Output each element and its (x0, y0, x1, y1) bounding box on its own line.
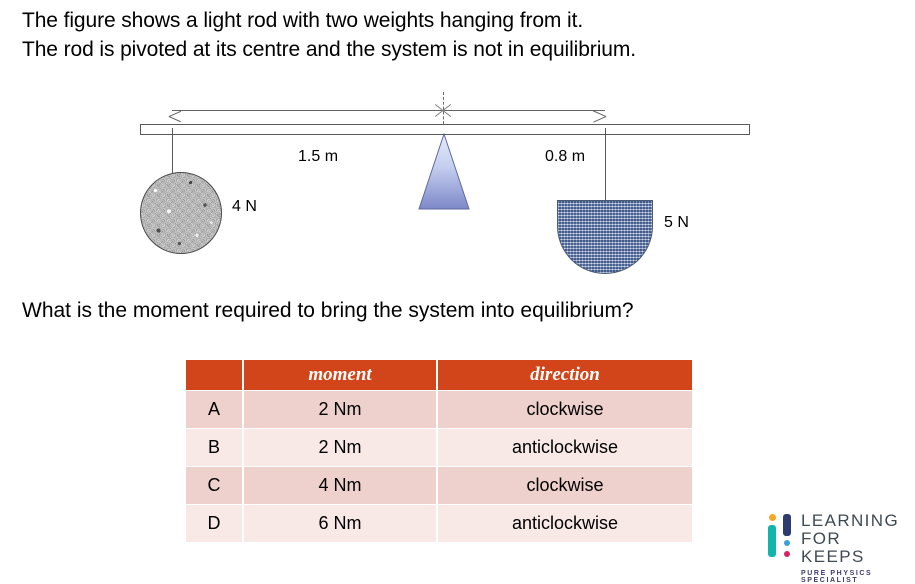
table-row[interactable]: C 4 Nm clockwise (186, 467, 692, 504)
question-text: What is the moment required to bring the… (22, 299, 634, 322)
arrow-left-icon (168, 106, 179, 116)
centre-dashed-line (443, 92, 444, 134)
weight-left-sphere (140, 172, 222, 254)
option-moment: 2 Nm (244, 391, 436, 428)
logo-dot-blue (784, 540, 790, 546)
weight-right-block (557, 200, 653, 274)
logo-bar-teal (768, 525, 776, 557)
logo-bar-navy (783, 514, 791, 536)
option-direction: clockwise (438, 467, 692, 504)
table-row[interactable]: A 2 Nm clockwise (186, 391, 692, 428)
options-table: moment direction A 2 Nm clockwise B 2 Nm… (184, 359, 694, 543)
label-left-distance: 1.5 m (298, 148, 339, 165)
logo-tagline: PURE PHYSICS SPECIALIST (801, 570, 873, 584)
option-letter: C (186, 467, 242, 504)
option-moment: 2 Nm (244, 429, 436, 466)
option-direction: anticlockwise (438, 505, 692, 542)
option-direction: anticlockwise (438, 429, 692, 466)
option-letter: B (186, 429, 242, 466)
logo-mark-icon (768, 514, 794, 560)
intro-line-2: The rod is pivoted at its centre and the… (22, 38, 636, 61)
option-direction: clockwise (438, 391, 692, 428)
intro-text: The figure shows a light rod with two we… (22, 6, 636, 64)
logo-dot-pink (784, 551, 790, 557)
logo-line-2: FOR KEEPS (801, 529, 865, 566)
logo-text: LEARNING FOR KEEPS PURE PHYSICS SPECIALI… (801, 512, 908, 584)
dimension-line (172, 110, 605, 111)
option-letter: D (186, 505, 242, 542)
header-moment: moment (244, 360, 436, 390)
string-left (172, 128, 173, 176)
light-rod (140, 124, 750, 135)
logo-line-1: LEARNING (801, 511, 900, 530)
table-row[interactable]: D 6 Nm anticlockwise (186, 505, 692, 542)
header-letter (186, 360, 242, 390)
intro-line-1: The figure shows a light rod with two we… (22, 9, 584, 32)
logo-dot-orange (769, 514, 776, 521)
table-header-row: moment direction (186, 360, 692, 390)
physics-diagram: 1.5 m 0.8 m 4 N 5 N (0, 0, 915, 290)
header-direction: direction (438, 360, 692, 390)
label-right-distance: 0.8 m (545, 148, 586, 165)
label-left-weight: 4 N (232, 198, 257, 215)
label-right-weight: 5 N (664, 214, 689, 231)
option-moment: 6 Nm (244, 505, 436, 542)
pivot-triangle (418, 132, 470, 210)
brand-logo: LEARNING FOR KEEPS PURE PHYSICS SPECIALI… (768, 512, 908, 584)
option-moment: 4 Nm (244, 467, 436, 504)
option-letter: A (186, 391, 242, 428)
string-right (605, 128, 606, 200)
table-row[interactable]: B 2 Nm anticlockwise (186, 429, 692, 466)
